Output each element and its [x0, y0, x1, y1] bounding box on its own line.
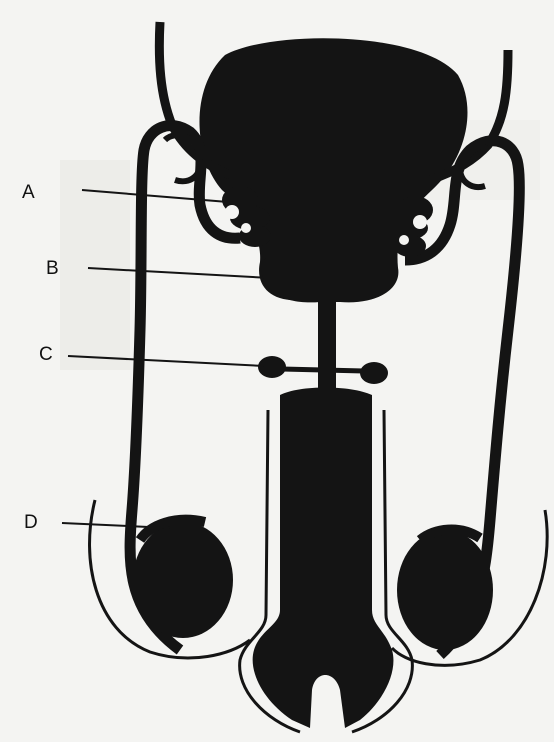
label-c: C: [39, 345, 53, 364]
label-b: B: [46, 259, 59, 278]
testis-right: [397, 530, 493, 650]
label-a: A: [22, 183, 35, 202]
prostate-gland: [262, 256, 399, 303]
urethra: [318, 298, 336, 398]
label-d: D: [24, 513, 38, 532]
